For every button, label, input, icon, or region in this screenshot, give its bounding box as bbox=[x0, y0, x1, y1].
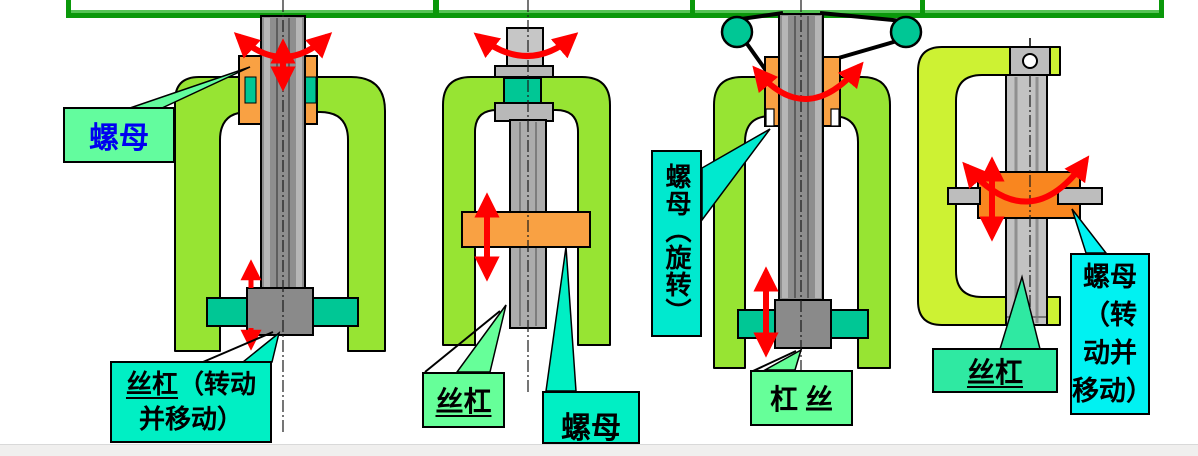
callout-line-1 bbox=[202, 331, 274, 363]
label-text: 螺母 （转 动并 移动） bbox=[1072, 262, 1153, 406]
label-screw-1: 丝杠（转动 并移动） bbox=[110, 361, 272, 443]
screw-highlight bbox=[815, 16, 821, 298]
label-text: 螺母（旋转） bbox=[662, 162, 691, 325]
flange-right-4 bbox=[1057, 187, 1103, 205]
mechanism-2 bbox=[424, 0, 611, 392]
screw-collar-3 bbox=[774, 299, 832, 349]
window-bottom-bar bbox=[0, 444, 1198, 456]
callout-nut-4 bbox=[1071, 208, 1108, 254]
rotation-arrow-icon bbox=[473, 32, 579, 59]
label-screw-2: 丝杠 bbox=[422, 372, 505, 428]
label-text: 丝杠（转动 并移动） bbox=[125, 370, 257, 434]
screw-collar-1 bbox=[246, 287, 314, 336]
label-nut-4: 螺母 （转 动并 移动） bbox=[1070, 253, 1153, 415]
label-text: 螺母 bbox=[89, 122, 149, 155]
callout-screw-3 bbox=[762, 348, 803, 371]
screw-highlight bbox=[296, 18, 302, 290]
label-text: 丝杠 bbox=[435, 387, 492, 418]
belt-line bbox=[834, 39, 898, 61]
bushing-left-1 bbox=[244, 76, 257, 104]
label-nut-2: 螺母 bbox=[542, 391, 640, 445]
callout-nut-2 bbox=[545, 246, 577, 392]
label-text: 丝杠 bbox=[966, 357, 1023, 389]
screw-highlight bbox=[782, 16, 788, 298]
shaft-top-2 bbox=[506, 27, 544, 69]
nut-notch bbox=[830, 108, 840, 127]
nut-notch bbox=[765, 108, 775, 127]
frame-1 bbox=[174, 76, 386, 352]
nut-2 bbox=[461, 211, 591, 248]
callout-line-2 bbox=[424, 310, 501, 373]
mechanism-3 bbox=[701, 0, 923, 392]
belt-line bbox=[819, 11, 904, 23]
flange-bottom-2 bbox=[494, 102, 554, 122]
pulley-left-3 bbox=[720, 15, 754, 49]
screw-highlight bbox=[264, 18, 270, 290]
mechanism-4 bbox=[917, 38, 1108, 352]
pin-hole-4 bbox=[1022, 53, 1038, 69]
pulley-right-3 bbox=[889, 15, 923, 49]
flange-left-4 bbox=[947, 187, 981, 205]
label-nut-3: 螺母（旋转） bbox=[651, 150, 702, 337]
label-screw-4: 丝杠 bbox=[932, 348, 1058, 393]
label-nut-1: 螺母 bbox=[63, 107, 175, 163]
frame-2 bbox=[442, 76, 611, 346]
bushing-right-1 bbox=[304, 76, 317, 104]
title-box-4 bbox=[920, 0, 1164, 18]
callout-nut-3 bbox=[701, 128, 771, 223]
rotation-arrow-icon bbox=[752, 61, 864, 102]
label-text: 螺母 bbox=[561, 412, 621, 445]
label-screw-3: 杠 丝 bbox=[750, 370, 853, 426]
label-text: 杠 丝 bbox=[769, 385, 833, 416]
mechanism-1 bbox=[129, 0, 386, 432]
frame-4 bbox=[917, 46, 1061, 326]
bearing-block-2 bbox=[503, 77, 542, 105]
frame-3 bbox=[713, 76, 891, 369]
callout-line-3 bbox=[752, 350, 797, 372]
